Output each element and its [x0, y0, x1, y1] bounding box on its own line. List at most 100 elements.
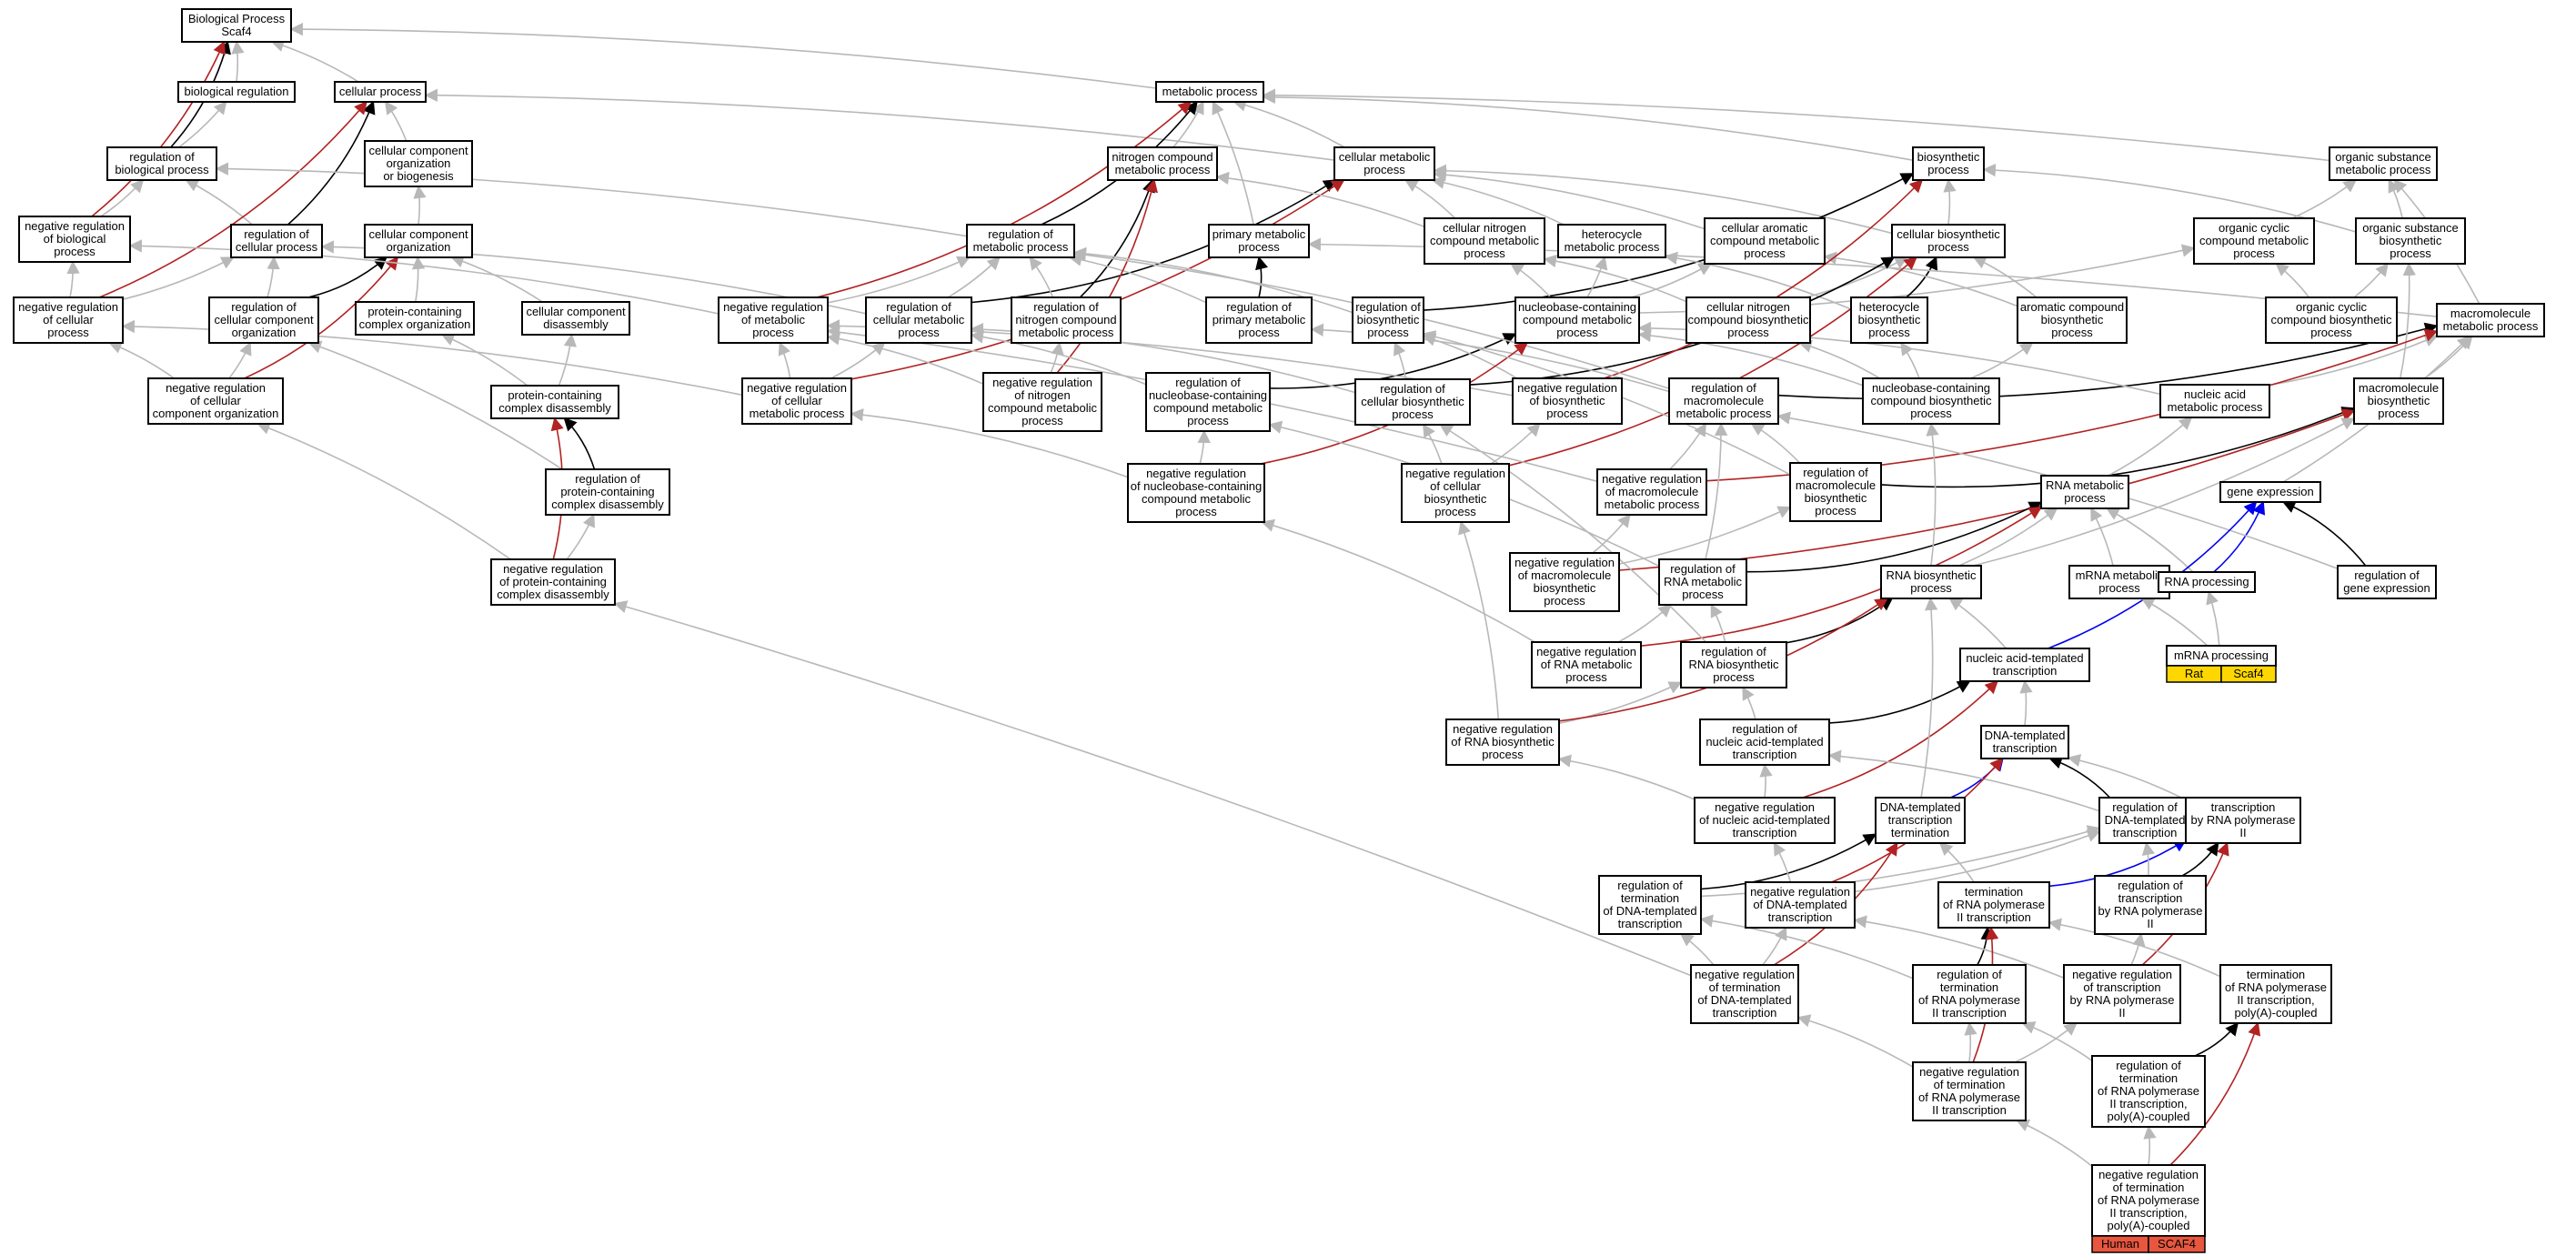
go-term-node[interactable]: biological regulation — [177, 81, 296, 103]
go-term-node[interactable]: RNA processing — [2158, 571, 2256, 593]
go-term-node[interactable]: regulation ofmacromoleculebiosyntheticpr… — [1789, 462, 1882, 522]
go-term-box — [545, 468, 670, 516]
go-term-label: cellular biosynthetic — [1897, 227, 2000, 241]
go-term-box — [490, 385, 619, 419]
go-term-node[interactable]: cellular process — [334, 81, 427, 103]
go-term-label: regulation of — [1803, 466, 1868, 479]
go-term-node[interactable]: regulation ofnucleobase-containingcompou… — [1145, 372, 1271, 432]
go-term-label: process — [1910, 581, 1952, 595]
go-term-label: transcription — [1713, 1006, 1777, 1020]
go-term-box — [490, 558, 616, 606]
go-term-label: process — [1927, 240, 1969, 254]
go-term-label: transcription — [2113, 826, 2178, 839]
go-term-label: regulation of — [1691, 381, 1756, 395]
go-term-label: process — [1392, 407, 1434, 421]
go-term-label: II transcription — [1932, 1006, 2007, 1020]
go-term-node[interactable]: metabolic process — [1155, 81, 1264, 103]
go-term-box — [2219, 481, 2321, 503]
go-term-node[interactable]: gene expression — [2219, 481, 2321, 503]
go-term-label: II — [2239, 826, 2246, 839]
go-term-label: termination — [1965, 885, 2023, 899]
go-term-node[interactable]: mRNA processing — [2166, 645, 2277, 667]
is-a-edge — [1172, 100, 1204, 148]
go-term-label: RNA metabolic — [2046, 478, 2124, 492]
